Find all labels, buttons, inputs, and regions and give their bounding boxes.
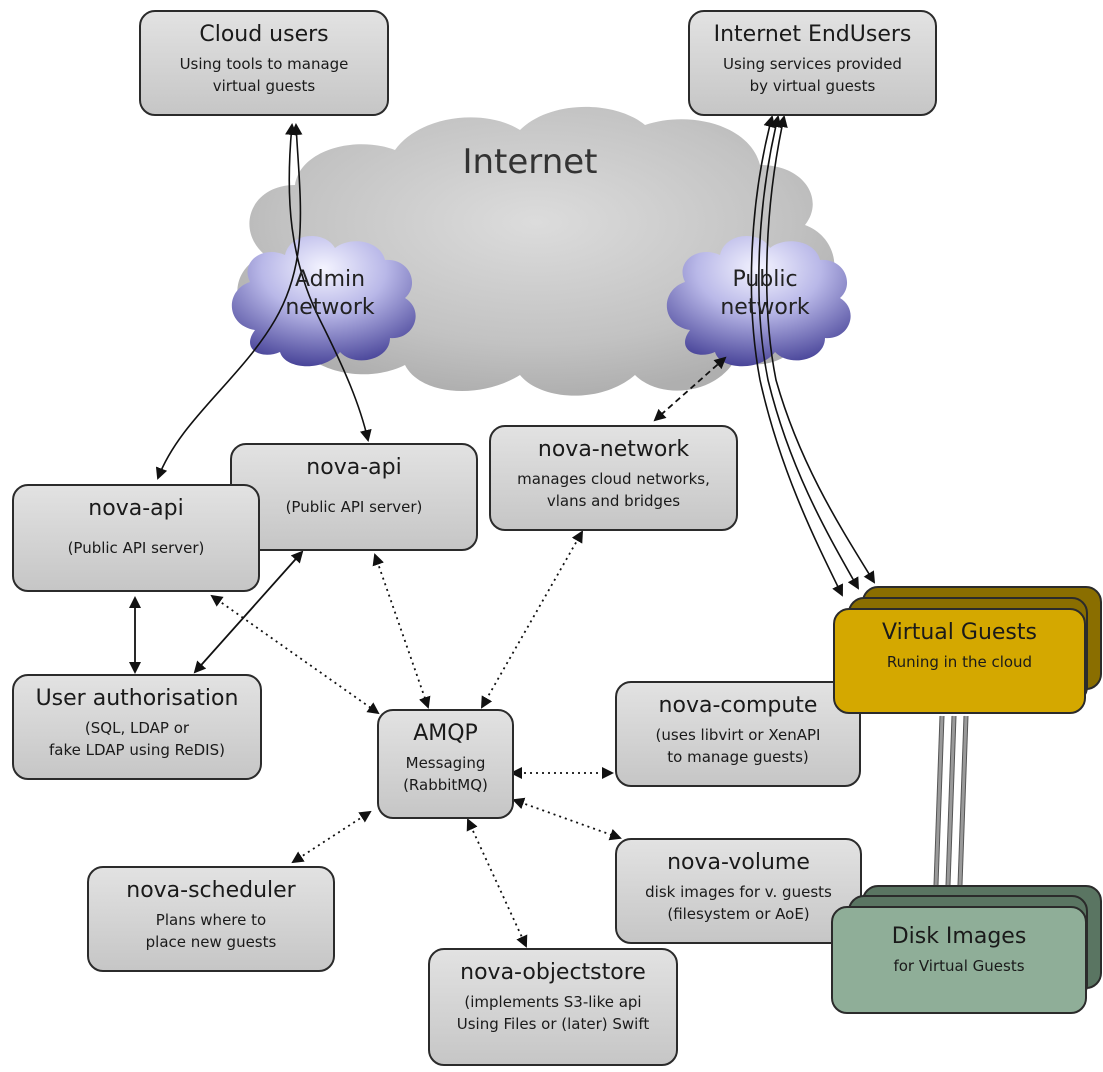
box-subtitle: Messaging (RabbitMQ) (403, 754, 488, 794)
nova-network-box: nova-network manages cloud networks, vla… (489, 425, 738, 531)
box-subtitle: Using services provided by virtual guest… (723, 55, 902, 95)
box-title: Disk Images (891, 924, 1027, 949)
box-title: nova-objectstore (460, 960, 646, 985)
admin-network-label: Admin network (285, 267, 375, 320)
nova-compute-box: nova-compute (uses libvirt or XenAPI to … (615, 681, 861, 787)
box-subtitle: Plans where to place new guests (145, 911, 277, 951)
user-authorisation-box: User authorisation (SQL, LDAP or fake LD… (12, 674, 262, 780)
public-network-label: Public network (720, 267, 810, 320)
nova-api-box-left: nova-api (Public API server) (12, 484, 260, 592)
box-title: nova-compute (658, 693, 818, 718)
box-title: nova-scheduler (126, 878, 296, 903)
nova-volume-box: nova-volume disk images for v. guests (f… (615, 838, 862, 944)
box-subtitle: manages cloud networks, vlans and bridge… (517, 470, 710, 510)
box-subtitle: (Public API server) (67, 539, 205, 557)
box-title: Virtual Guests (882, 620, 1037, 645)
box-title: nova-api (88, 496, 184, 521)
box-subtitle: (uses libvirt or XenAPI to manage guests… (655, 726, 821, 766)
internet-endusers-box: Internet EndUsers Using services provide… (688, 10, 937, 116)
box-subtitle: disk images for v. guests (filesystem or… (645, 883, 832, 923)
nova-scheduler-box: nova-scheduler Plans where to place new … (87, 866, 335, 972)
box-subtitle: Using tools to manage virtual guests (179, 55, 349, 95)
box-subtitle: for Virtual Guests (893, 957, 1025, 975)
virtual-guests-box: Virtual Guests Runing in the cloud (833, 608, 1086, 714)
box-subtitle: (SQL, LDAP or fake LDAP using ReDIS) (49, 719, 225, 759)
amqp-box: AMQP Messaging (RabbitMQ) (377, 709, 514, 819)
box-title: Internet EndUsers (713, 22, 912, 47)
internet-label: Internet (462, 142, 598, 182)
disk-images-box: Disk Images for Virtual Guests (831, 906, 1087, 1014)
nova-objectstore-box: nova-objectstore (implements S3-like api… (428, 948, 678, 1066)
box-title: User authorisation (35, 686, 239, 711)
box-title: nova-volume (667, 850, 810, 875)
box-title: nova-network (537, 437, 690, 462)
box-subtitle: (Public API server) (285, 498, 423, 516)
box-subtitle: Runing in the cloud (886, 653, 1033, 671)
box-subtitle: (implements S3-like api Using Files or (… (456, 993, 650, 1033)
cloud-users-box: Cloud users Using tools to manage virtua… (139, 10, 389, 116)
box-title: Cloud users (199, 22, 329, 47)
box-title: nova-api (306, 455, 402, 480)
box-title: AMQP (413, 721, 478, 746)
nova-api-box-right: nova-api (Public API server) (230, 443, 478, 551)
